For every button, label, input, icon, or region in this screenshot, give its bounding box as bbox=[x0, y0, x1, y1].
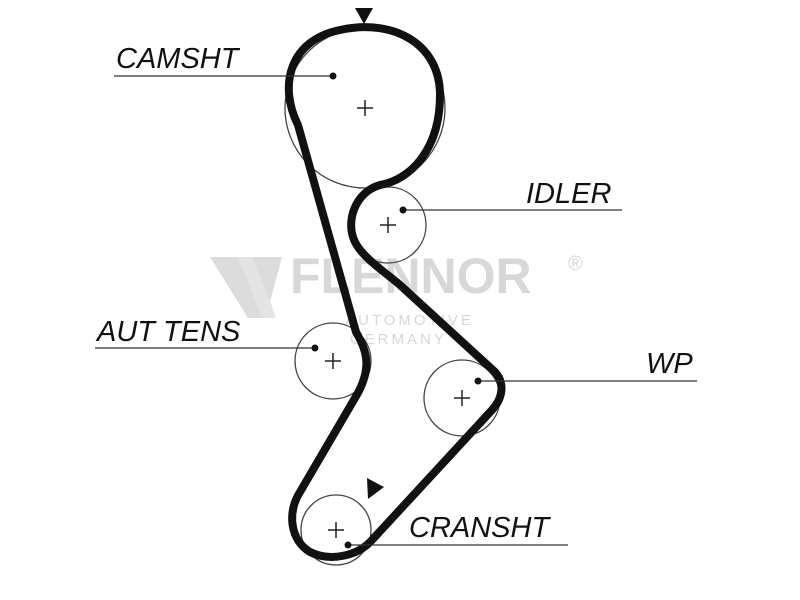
crankshaft-pulley bbox=[300, 494, 372, 566]
auto-tensioner-reference-dot bbox=[311, 344, 319, 352]
flennor-logo-mark bbox=[210, 257, 282, 318]
water-pump-label: WP bbox=[646, 348, 693, 380]
idler-label: IDLER bbox=[526, 178, 611, 210]
crankshaft-label: CRANSHT bbox=[409, 512, 551, 544]
crankshaft-timing-mark-icon bbox=[367, 478, 384, 499]
auto-tensioner-pulley bbox=[294, 322, 372, 400]
camshaft-label: CAMSHT bbox=[116, 43, 241, 75]
water-pump-center-mark bbox=[454, 390, 470, 406]
watermark-line2: GERMANY bbox=[350, 331, 447, 348]
watermark-line1: AUTOMOTIVE bbox=[345, 312, 474, 329]
timing-belt bbox=[284, 23, 506, 561]
flennor-watermark: FLENNOR ® AUTOMOTIVE GERMANY bbox=[210, 248, 583, 348]
camshaft-center-mark bbox=[357, 100, 373, 116]
crankshaft-reference-dot bbox=[344, 541, 352, 549]
idler-reference-dot bbox=[399, 206, 407, 214]
auto-tensioner-center-mark bbox=[325, 353, 341, 369]
water-pump-reference-dot bbox=[474, 377, 482, 385]
camshaft-reference-dot bbox=[329, 72, 337, 80]
crankshaft-center-mark bbox=[328, 522, 344, 538]
auto-tensioner-label: AUT TENS bbox=[95, 316, 241, 348]
idler-center-mark bbox=[380, 217, 396, 233]
camshaft-timing-mark-icon bbox=[355, 8, 373, 24]
watermark-registered-mark: ® bbox=[568, 253, 583, 275]
